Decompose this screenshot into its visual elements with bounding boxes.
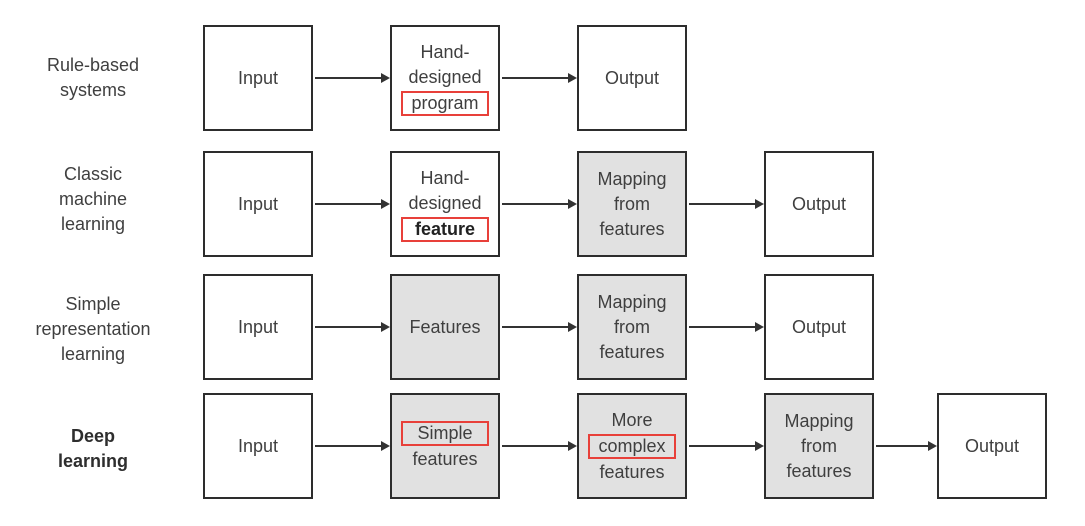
r2-box-output: Output (764, 151, 874, 257)
row-label-line: Rule-based (46, 55, 140, 75)
row-label-line: Deep (70, 426, 115, 446)
row-label-rule-based-systems: Rule-based systems (5, 53, 181, 103)
r4-box-more-complex-features: More complex features (577, 393, 687, 499)
box-text: Mapping (597, 168, 667, 189)
flow-arrow (315, 441, 390, 451)
flow-arrow (689, 199, 764, 209)
box-text: Input (237, 67, 279, 88)
box-text: features (599, 218, 665, 239)
r1-box-output: Output (577, 25, 687, 131)
box-text: Input (237, 316, 279, 337)
highlight-complex: complex (588, 433, 676, 459)
row-label-line: learning (60, 214, 126, 234)
row-label-line: Classic (63, 164, 122, 184)
r4-box-simple-features: Simple features (390, 393, 500, 499)
row-label-line: representation (35, 319, 151, 339)
flow-arrow (315, 322, 390, 332)
box-text: designed (408, 66, 482, 87)
box-text: Input (237, 193, 279, 214)
box-text: Output (791, 316, 847, 337)
row-label-line: learning (57, 451, 128, 471)
flow-arrow (502, 73, 577, 83)
r2-box-hand-designed-feature: Hand- designed feature (390, 151, 500, 257)
box-text: Hand- (420, 167, 470, 188)
r2-box-input: Input (203, 151, 313, 257)
r3-box-input: Input (203, 274, 313, 380)
r3-box-output: Output (764, 274, 874, 380)
box-text: Mapping (597, 291, 667, 312)
box-text: Output (791, 193, 847, 214)
highlight-feature: feature (401, 216, 489, 242)
box-text: Features (409, 316, 481, 337)
box-text: Mapping (784, 410, 854, 431)
box-text: Output (964, 435, 1020, 456)
flow-arrow (689, 322, 764, 332)
box-text: Output (604, 67, 660, 88)
flow-arrow (876, 441, 937, 451)
flow-arrow (315, 199, 390, 209)
row-label-simple-representation-learning: Simple representation learning (5, 292, 181, 367)
r2-box-mapping-from-features: Mapping from features (577, 151, 687, 257)
box-text: Hand- (420, 41, 470, 62)
box-text: features (599, 341, 665, 362)
box-text: More (611, 409, 653, 430)
highlight-simple: Simple (401, 421, 489, 446)
box-text: features (412, 449, 478, 469)
box-text: from (614, 193, 650, 214)
box-text: from (614, 316, 650, 337)
r1-box-hand-designed-program: Hand- designed program (390, 25, 500, 131)
r1-box-input: Input (203, 25, 313, 131)
r4-box-input: Input (203, 393, 313, 499)
row-label-line: machine (58, 189, 128, 209)
flow-arrow (502, 199, 577, 209)
row-label-line: systems (59, 80, 126, 100)
box-text: from (801, 435, 837, 456)
flow-arrow (689, 441, 764, 451)
flow-arrow (315, 73, 390, 83)
flow-arrow (502, 441, 577, 451)
flow-arrow (502, 322, 577, 332)
r3-box-mapping-from-features: Mapping from features (577, 274, 687, 380)
box-text: features (599, 461, 665, 482)
r4-box-mapping-from-features: Mapping from features (764, 393, 874, 499)
highlight-program: program (401, 90, 489, 116)
box-text: designed (408, 192, 482, 213)
row-label-deep-learning: Deep learning (5, 424, 181, 474)
row-label-classic-machine-learning: Classic machine learning (5, 162, 181, 237)
box-text: Input (237, 435, 279, 456)
r3-box-features: Features (390, 274, 500, 380)
box-text: features (786, 460, 852, 481)
row-label-line: learning (60, 344, 126, 364)
row-label-line: Simple (65, 294, 121, 314)
r4-box-output: Output (937, 393, 1047, 499)
